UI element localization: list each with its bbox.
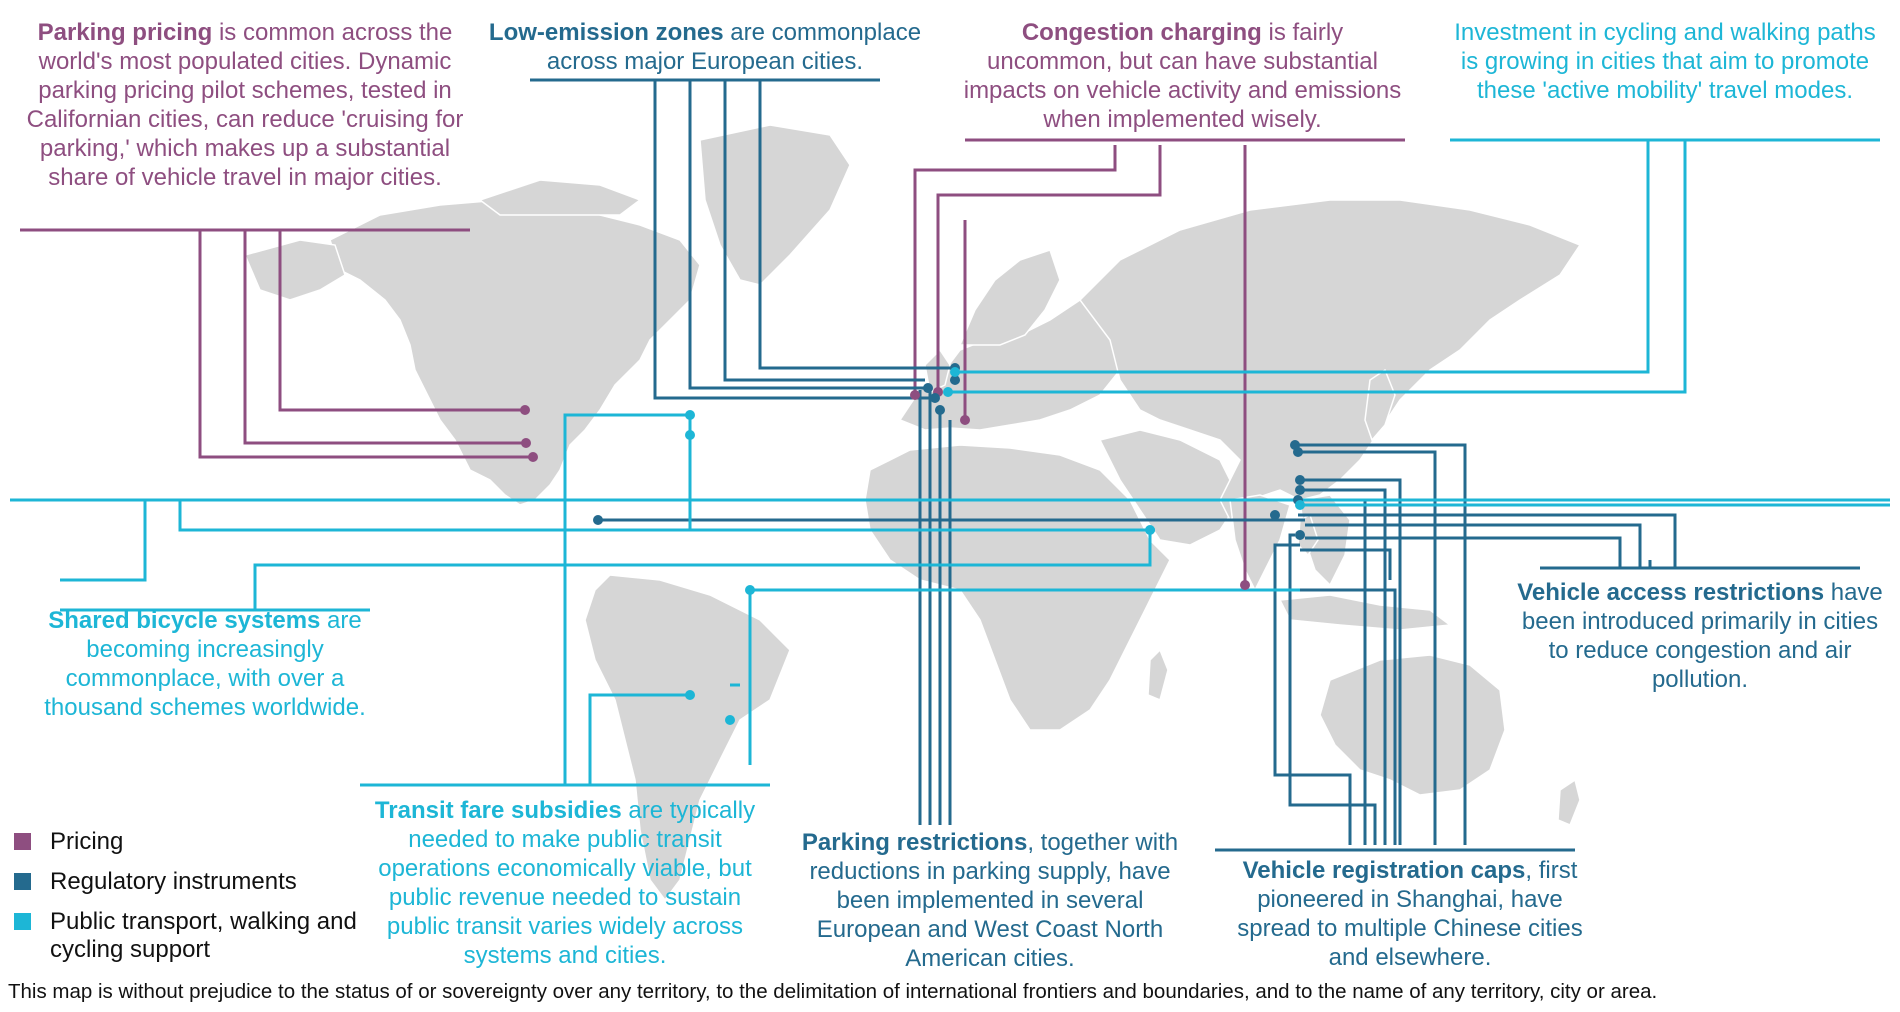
pricing-marker — [910, 390, 920, 400]
legend-item-regulatory: Regulatory instruments — [14, 868, 360, 896]
regulatory-marker — [1295, 530, 1305, 540]
regulatory-marker — [950, 375, 960, 385]
pricing-marker — [1240, 580, 1250, 590]
callout-transit-fare-title: Transit fare subsidies — [374, 797, 622, 824]
callout-cycling-text: Investment in cycling and walking paths … — [1454, 19, 1876, 104]
callout-low-emission-text: are commonplace across major European ci… — [546, 19, 922, 75]
pricing-marker — [960, 415, 970, 425]
regulatory-leaders — [530, 78, 1860, 852]
pricing-marker — [520, 405, 530, 415]
callout-registration-caps: Vehicle registration caps, first pioneer… — [1220, 856, 1600, 972]
legend: Pricing Regulatory instruments Public tr… — [14, 828, 360, 976]
regulatory-marker — [1295, 475, 1305, 485]
callout-congestion-text: is fairly uncommon, but can have substan… — [963, 19, 1402, 133]
pricing-marker — [528, 452, 538, 462]
greenland-landmass — [699, 124, 851, 286]
scandinavia-landmass — [958, 249, 1061, 346]
north-america-landmass — [329, 199, 701, 506]
legend-label-regulatory: Regulatory instruments — [50, 868, 297, 895]
public-transport-leaders — [10, 138, 1890, 785]
south-america-landmass — [584, 574, 791, 902]
public-transport-marker — [950, 367, 960, 377]
arctic-islands-landmass — [478, 179, 642, 216]
alaska-landmass — [243, 239, 346, 301]
callout-registration-caps-text: , first pioneered in Shanghai, have spre… — [1237, 857, 1583, 971]
regulatory-marker — [923, 383, 933, 393]
public-transport-marker — [685, 410, 695, 420]
public-transport-marker — [685, 430, 695, 440]
legend-swatch-public-transport — [14, 913, 31, 930]
callout-vehicle-access-text: have been introduced primarily in cities… — [1521, 579, 1883, 693]
regulatory-marker — [1295, 485, 1305, 495]
disclaimer: This map is without prejudice to the sta… — [8, 980, 1658, 1003]
callout-low-emission-zones: Low-emission zones are commonplace acros… — [465, 18, 945, 76]
legend-item-public-transport: Public transport, walking and cycling su… — [14, 908, 360, 964]
city-markers — [520, 363, 1305, 725]
callout-parking-pricing-title: Parking pricing — [37, 19, 213, 46]
callout-parking-restrictions-title: Parking restrictions — [801, 829, 1028, 856]
africa-landmass — [864, 444, 1171, 731]
public-transport-marker — [745, 585, 755, 595]
new-zealand-landmass — [1557, 778, 1581, 826]
public-transport-marker — [1295, 500, 1305, 510]
public-transport-marker — [685, 690, 695, 700]
callout-parking-restrictions-text: , together with reductions in parking su… — [809, 829, 1179, 972]
callout-shared-bicycle: Shared bicycle systems are becoming incr… — [20, 606, 390, 722]
callout-congestion-charging: Congestion charging is fairly uncommon, … — [960, 18, 1405, 134]
public-transport-marker — [1145, 525, 1155, 535]
regulatory-marker — [1293, 447, 1303, 457]
callout-cycling-investment: Investment in cycling and walking paths … — [1450, 18, 1880, 105]
legend-swatch-regulatory — [14, 873, 31, 890]
pricing-leaders — [198, 145, 1247, 585]
legend-label-pricing: Pricing — [50, 828, 124, 855]
regulatory-marker — [930, 393, 940, 403]
callout-shared-bicycle-title: Shared bicycle systems — [48, 607, 321, 634]
callout-shared-bicycle-text: are becoming increasingly commonplace, w… — [44, 607, 366, 721]
callout-parking-restrictions: Parking restrictions, together with redu… — [790, 828, 1190, 973]
callout-registration-caps-title: Vehicle registration caps — [1242, 857, 1526, 884]
callout-transit-fare: Transit fare subsidies are typically nee… — [355, 796, 775, 970]
callout-low-emission-title: Low-emission zones — [488, 19, 724, 46]
callout-congestion-title: Congestion charging — [1021, 19, 1262, 46]
callout-parking-pricing-text: is common across the world's most popula… — [26, 19, 464, 191]
india-landmass — [1229, 494, 1291, 592]
public-transport-marker — [943, 387, 953, 397]
legend-label-public-transport: Public transport, walking and cycling su… — [50, 908, 357, 963]
callout-transit-fare-text: are typically needed to make public tran… — [378, 797, 756, 969]
regulatory-marker — [935, 405, 945, 415]
legend-swatch-pricing — [14, 833, 31, 850]
pricing-marker — [521, 438, 531, 448]
regulatory-marker — [593, 515, 603, 525]
callout-vehicle-access-title: Vehicle access restrictions — [1517, 579, 1825, 606]
callout-vehicle-access: Vehicle access restrictions have been in… — [1510, 578, 1890, 694]
callout-parking-pricing: Parking pricing is common across the wor… — [20, 18, 470, 192]
public-transport-marker — [725, 715, 735, 725]
legend-item-pricing: Pricing — [14, 828, 360, 856]
regulatory-marker — [1270, 510, 1280, 520]
japan-landmass — [1364, 368, 1396, 442]
madagascar-landmass — [1147, 648, 1169, 702]
